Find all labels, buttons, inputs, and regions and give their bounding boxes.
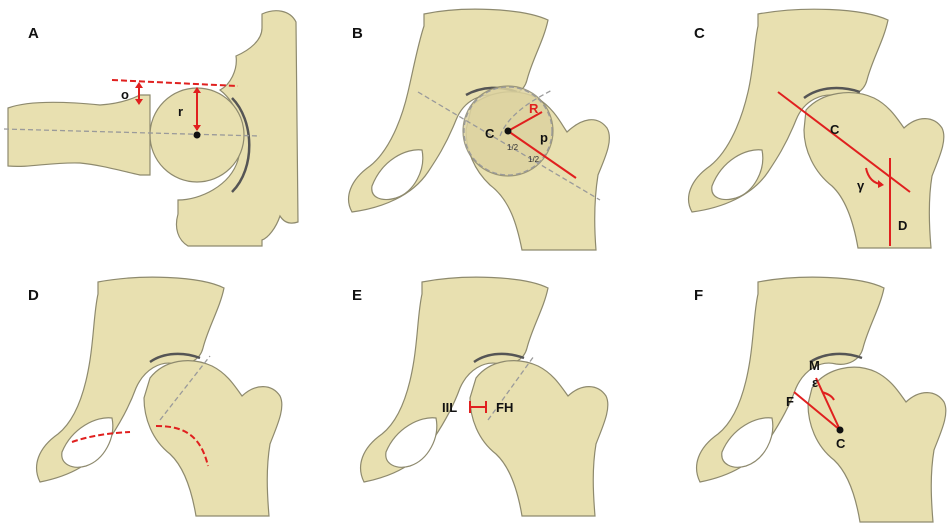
panel-e: E IIL FH [352, 277, 608, 516]
head-center-dot [194, 132, 201, 139]
shaft-axis-label: D [898, 218, 907, 233]
half-label-2: 1/2 [528, 155, 540, 164]
fh-label: FH [496, 400, 513, 415]
radius-label: r [178, 104, 183, 119]
femur-e [470, 361, 608, 516]
center-dot-b [505, 128, 512, 135]
panel-a-letter: A [28, 25, 39, 42]
panel-b: B C R p 1/2 1/2 [349, 9, 610, 250]
offset-label: o [121, 87, 129, 102]
panel-d: D [28, 277, 282, 516]
panel-e-letter: E [352, 287, 362, 304]
panel-b-letter: B [352, 25, 363, 42]
epsilon-label: ε [812, 375, 818, 390]
center-label-f: C [836, 436, 846, 451]
femur-d [144, 361, 282, 516]
femur-c [804, 93, 944, 248]
iil-label: IIL [442, 400, 457, 415]
panel-c-letter: C [694, 25, 705, 42]
panel-f-letter: F [694, 287, 703, 304]
p-label-b: p [540, 130, 548, 145]
panel-f: F M ε F C [694, 277, 946, 522]
center-label-b: C [485, 126, 495, 141]
panel-a: A o r [4, 11, 298, 246]
panel-c: C C γ D [689, 9, 944, 248]
radius-label-b: R [529, 101, 539, 116]
neck-axis-label-c: C [830, 122, 840, 137]
angle-label: γ [857, 178, 865, 193]
m-label: M [809, 358, 820, 373]
tangent-line [112, 80, 238, 86]
panel-d-letter: D [28, 287, 39, 304]
femur-f [808, 367, 946, 522]
f-label: F [786, 394, 794, 409]
half-label-1: 1/2 [507, 143, 519, 152]
center-dot-f [837, 427, 844, 434]
femoral-neck [8, 95, 150, 175]
